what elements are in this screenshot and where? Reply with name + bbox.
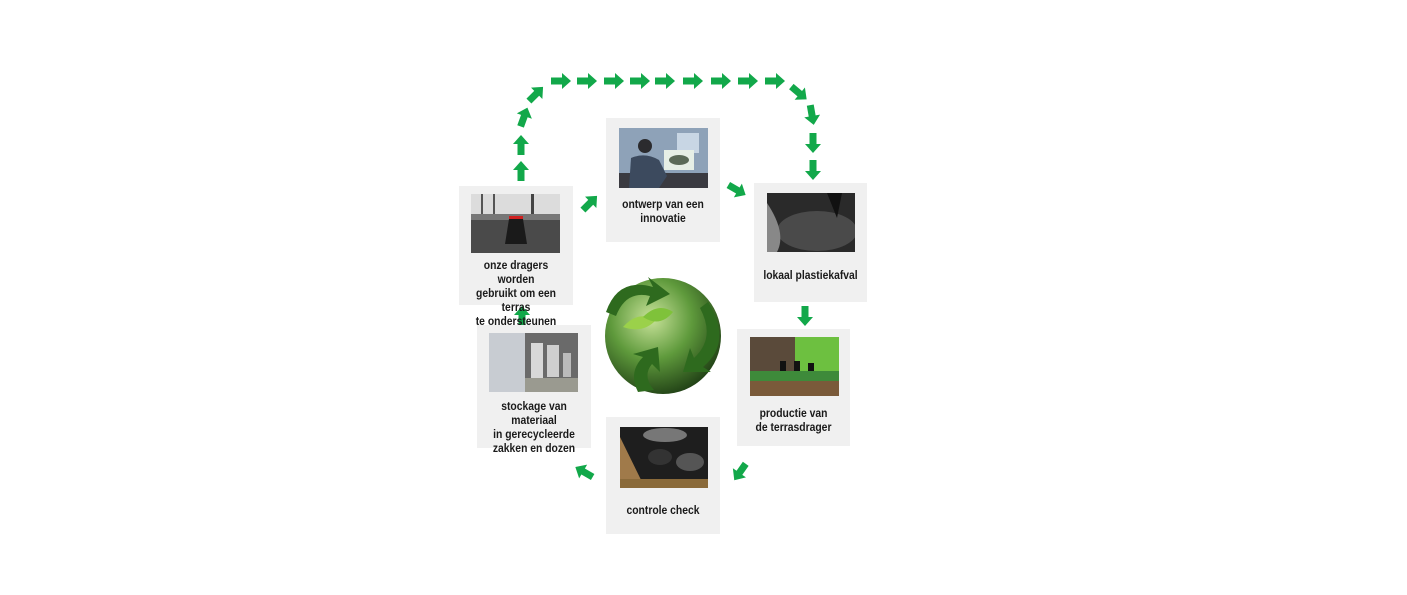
arrow-icon [575,464,595,481]
caption-line: de terrasdrager [755,422,832,434]
step-production: productie van de terrasdrager [737,329,850,446]
arrow-icon [513,135,529,155]
arrow-icon [804,104,821,125]
plastic-granules-photo [767,193,855,252]
caption-line: in gerecycleerde [493,429,575,441]
step-plastic-waste: lokaal plastiekafval [754,183,867,302]
arrow-icon [526,86,544,104]
step-caption: ontwerp van een innovatie [612,198,715,226]
caption-line: stockage van materiaal [501,401,567,427]
arrow-icon [655,73,675,89]
arrow-icon [765,73,785,89]
caption-line: ontwerp van een [622,199,704,211]
arrow-icon [514,306,530,326]
warehouse-photo [489,333,578,392]
arrow-icon [805,160,821,180]
recycling-globe-icon [605,277,721,394]
arrow-icon [789,83,807,100]
arrow-icon [551,73,571,89]
arrow-icon [683,73,703,89]
step-terrace-use: onze dragers worden gebruikt om een terr… [459,186,573,328]
arrow-icon [732,461,749,481]
arrow-icon [711,73,731,89]
designer-at-computer-photo [619,128,708,188]
caption-line: gebruikt om een terras [476,288,556,314]
step-caption: productie van de terrasdrager [743,407,845,435]
caption-line: zakken en dozen [492,443,576,455]
arrow-icon [577,73,597,89]
arrow-icon [604,73,624,89]
arrow-icon [797,306,813,326]
step-caption: lokaal plastiekafval [760,269,862,283]
step-caption: stockage van materiaal in gerecycleerde … [483,400,586,456]
caption-line: lokaal plastiekafval [763,270,858,282]
step-caption: onze dragers worden gebruikt om een terr… [465,259,568,329]
caption-line: productie van [759,408,828,420]
arrow-icon [630,73,650,89]
step-caption: controle check [612,504,715,518]
step-quality-check: controle check [606,417,720,534]
caption-line: onze dragers worden [483,260,549,286]
step-design: ontwerp van een innovatie [606,118,720,242]
caption-line: innovatie [640,213,686,225]
arrow-icon [805,133,821,153]
terrace-supports-photo [471,194,560,253]
arrow-icon [516,107,532,128]
arrow-icon [580,195,598,213]
caption-line: controle check [626,505,700,517]
step-storage: stockage van materiaal in gerecycleerde … [477,325,591,455]
supports-in-crate-photo [620,427,708,488]
arrow-icon [513,161,529,181]
arrow-icon [738,73,758,89]
arrow-icon [726,181,746,198]
caption-line: te ondersteunen [475,316,557,328]
production-machine-photo [750,337,839,396]
